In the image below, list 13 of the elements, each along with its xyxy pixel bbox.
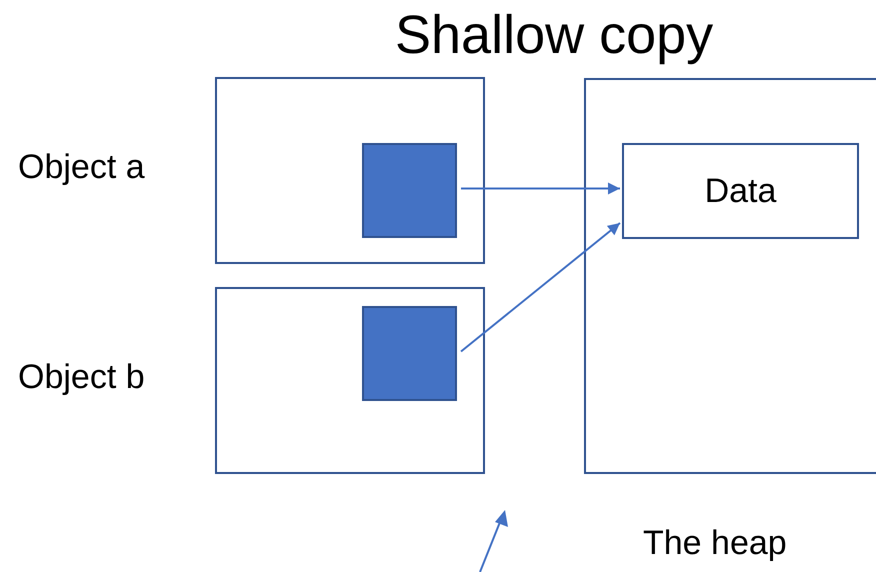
object-box bbox=[584, 78, 876, 474]
arrow bbox=[461, 182, 620, 194]
object-box bbox=[215, 77, 485, 264]
side-label: The heap bbox=[643, 526, 787, 560]
object-box bbox=[215, 287, 485, 474]
pointer-square bbox=[362, 306, 457, 401]
data-box bbox=[622, 143, 859, 239]
side-label: Object a bbox=[18, 150, 145, 184]
node-label: Data bbox=[704, 174, 776, 208]
pointer-square bbox=[362, 143, 457, 238]
arrow bbox=[460, 222, 621, 352]
side-label: Object b bbox=[18, 360, 145, 394]
title: Shallow copy bbox=[395, 8, 714, 62]
